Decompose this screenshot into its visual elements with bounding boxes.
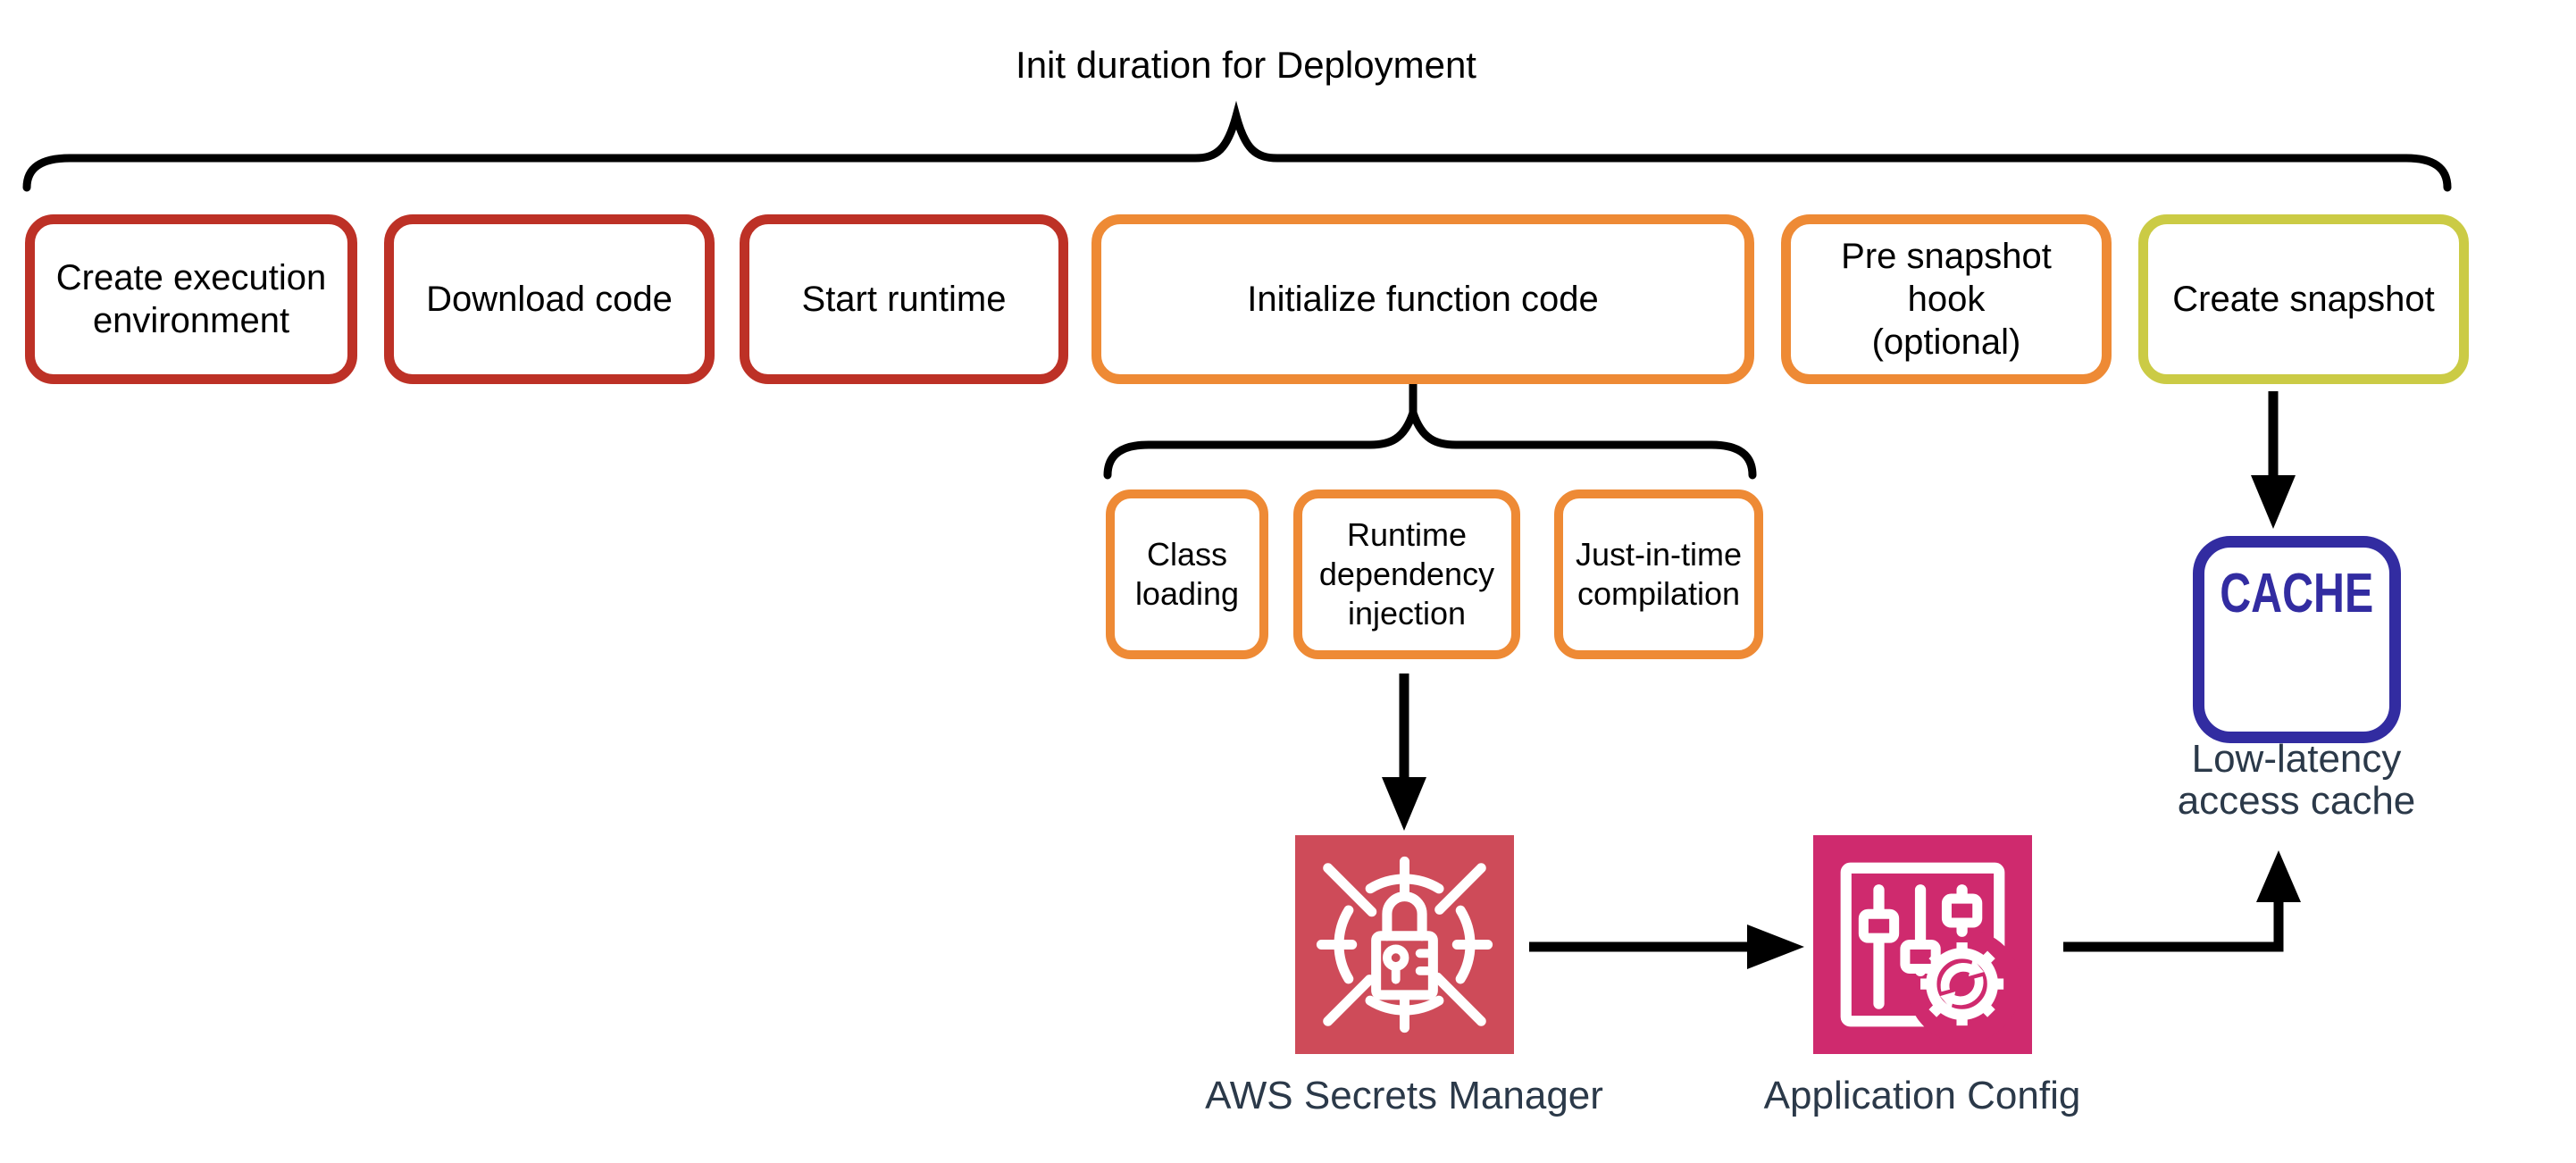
secrets-manager-icon xyxy=(1295,835,1514,1054)
secrets-manager-label: AWS Secrets Manager xyxy=(1205,1074,1603,1117)
phase-create-execution-environment: Create execution environment xyxy=(25,214,357,384)
cache-caption-line: access cache xyxy=(2177,779,2416,823)
phase-label-line: Pre snapshot xyxy=(1841,237,2052,276)
substep-label-line: Class xyxy=(1146,536,1228,573)
diagram-title: Init duration for Deployment xyxy=(1016,44,1476,86)
substep-label-line: injection xyxy=(1347,595,1467,632)
phase-label-line: Download code xyxy=(426,280,673,319)
init-duration-brace xyxy=(22,100,2452,192)
phase-label-line: Start runtime xyxy=(801,280,1007,319)
phase-label-line: hook xyxy=(1907,280,1986,319)
substep-label-line: Just-in-time xyxy=(1575,536,1743,573)
arrow-config-to-cache xyxy=(2063,850,2301,952)
substep-label-line: Runtime xyxy=(1346,516,1468,553)
arrow-secrets-to-config xyxy=(1529,925,1804,969)
phase-label-line: Create execution xyxy=(55,258,327,297)
substep-label-line: dependency xyxy=(1318,556,1495,592)
phase-initialize-function-code: Initialize function code xyxy=(1091,214,1754,384)
phase-pre-snapshot-hook: Pre snapshot hook (optional) xyxy=(1781,214,2112,384)
init-sub-steps-brace xyxy=(1103,399,1757,480)
cache-caption: Low-latency access cache xyxy=(2118,738,2475,822)
application-config-label: Application Config xyxy=(1763,1074,2081,1117)
substep-class-loading: Class loading xyxy=(1106,489,1268,659)
application-config-icon xyxy=(1813,835,2032,1054)
substep-label-line: loading xyxy=(1134,575,1240,612)
cache-caption-line: Low-latency xyxy=(2191,737,2402,781)
arrow-snapshot-to-cache xyxy=(2251,391,2296,529)
sync-gear-glyph xyxy=(1920,942,2004,1026)
substep-just-in-time-compilation: Just-in-time compilation xyxy=(1554,489,1763,659)
phase-label-line: Create snapshot xyxy=(2172,280,2435,319)
phase-start-runtime: Start runtime xyxy=(740,214,1068,384)
phase-create-snapshot: Create snapshot xyxy=(2138,214,2469,384)
phase-label-line: Initialize function code xyxy=(1247,280,1599,319)
cache-box: CACHE xyxy=(2193,536,2401,743)
substep-label-line: compilation xyxy=(1577,575,1741,612)
arrow-substeps-to-secrets xyxy=(1382,674,1426,831)
phase-label-line: environment xyxy=(92,301,290,340)
substep-runtime-dependency-injection: Runtime dependency injection xyxy=(1293,489,1520,659)
phase-label-line: (optional) xyxy=(1871,322,2021,362)
cache-box-text: CACHE xyxy=(2220,563,2374,624)
phase-download-code: Download code xyxy=(384,214,715,384)
